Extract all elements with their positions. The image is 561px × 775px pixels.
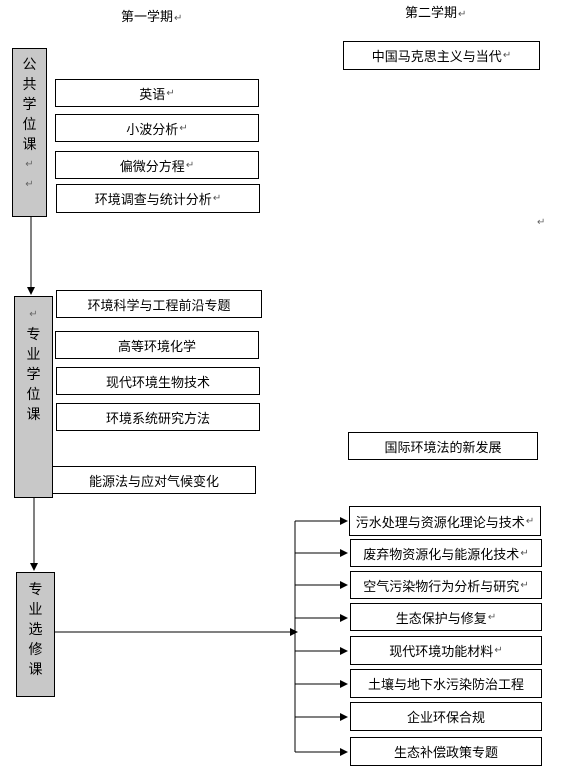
category-char: 共 xyxy=(22,77,37,93)
return-mark: ↵ xyxy=(458,9,467,20)
course-box: 中国马克思主义与当代↵ xyxy=(343,41,540,70)
course-box: 现代环境功能材料↵ xyxy=(350,636,542,665)
return-mark: ↵ xyxy=(174,13,183,24)
return-mark: ↵ xyxy=(520,579,529,591)
course-box: 能源法与应对气候变化 xyxy=(52,466,256,494)
course-label: 生态补偿政策专题 xyxy=(393,746,498,761)
category-char: 业 xyxy=(26,347,41,363)
category-elective: 专业选修课 xyxy=(16,572,55,697)
course-label: 污水处理与资源化理论与技术 xyxy=(355,515,525,531)
course-label: 现代环境生物技术 xyxy=(105,375,210,391)
category-char: 选 xyxy=(28,622,43,638)
category-char: 专 xyxy=(26,327,41,343)
category-char: 学 xyxy=(26,367,41,383)
course-box: 国际环境法的新发展 xyxy=(348,432,538,460)
course-box: 企业环保合规 xyxy=(350,702,542,731)
course-box: 环境系统研究方法 xyxy=(56,403,260,431)
category-char: 专 xyxy=(28,582,43,598)
course-box: 生态保护与修复↵ xyxy=(350,603,542,631)
course-label: 小波分析 xyxy=(126,122,179,138)
category-public-label: 公共学位课 xyxy=(23,55,37,155)
course-label: 空气污染物行为分析与研究 xyxy=(363,579,520,595)
course-box: 环境科学与工程前沿专题 xyxy=(56,290,262,318)
course-label: 环境科学与工程前沿专题 xyxy=(87,298,231,314)
semester-second-label: 第二学期 xyxy=(405,6,458,21)
category-char: 公 xyxy=(22,57,37,73)
course-box: 小波分析↵ xyxy=(55,114,259,142)
course-box: 土壤与地下水污染防治工程 xyxy=(350,669,542,698)
category-char: 位 xyxy=(22,117,37,133)
category-char: 修 xyxy=(28,642,43,658)
category-char: 课 xyxy=(22,137,37,153)
return-mark: ↵ xyxy=(494,645,503,656)
return-mark: ↵ xyxy=(525,515,535,527)
course-label: 能源法与应对气候变化 xyxy=(88,474,219,490)
course-label: 中国马克思主义与当代 xyxy=(371,50,502,65)
category-char: 课 xyxy=(28,662,43,678)
semester-header-second: 第二学期↵ xyxy=(405,2,466,21)
category-professional: ↵ 专业学位课 xyxy=(14,296,53,498)
course-label: 废弃物资源化与能源化技术 xyxy=(363,547,520,563)
return-mark: ↵ xyxy=(520,547,529,559)
course-label: 英语 xyxy=(139,87,166,103)
course-label: 偏微分方程 xyxy=(119,159,185,175)
return-mark: ↵ xyxy=(185,159,195,171)
course-box: 废弃物资源化与能源化技术↵ xyxy=(350,539,542,567)
course-box: 英语↵ xyxy=(55,79,259,107)
course-box: 高等环境化学 xyxy=(55,331,259,359)
course-label: 生态保护与修复 xyxy=(395,611,487,627)
return-mark: ↵ xyxy=(25,179,34,190)
return-mark: ↵ xyxy=(487,611,497,623)
semester-first-label: 第一学期 xyxy=(121,10,174,25)
category-professional-label: 专业学位课 xyxy=(27,325,41,425)
return-mark: ↵ xyxy=(537,217,546,228)
return-mark: ↵ xyxy=(502,50,512,61)
course-box: 生态补偿政策专题 xyxy=(350,737,542,766)
semester-header-first: 第一学期↵ xyxy=(121,6,182,25)
course-box: 现代环境生物技术 xyxy=(56,367,260,395)
course-box: 环境调查与统计分析↵ xyxy=(56,184,260,213)
course-box: 空气污染物行为分析与研究↵ xyxy=(350,571,542,599)
category-char: 业 xyxy=(28,602,43,618)
category-public: 公共学位课 ↵ ↵ xyxy=(12,48,47,217)
course-label: 国际环境法的新发展 xyxy=(384,440,502,456)
course-label: 环境系统研究方法 xyxy=(105,411,210,427)
course-label: 现代环境功能材料 xyxy=(389,645,494,660)
course-label: 企业环保合规 xyxy=(406,711,485,726)
return-mark: ↵ xyxy=(29,309,38,320)
category-char: 课 xyxy=(26,407,41,423)
course-label: 土壤与地下水污染防治工程 xyxy=(367,678,524,693)
return-mark: ↵ xyxy=(25,159,34,170)
course-label: 环境调查与统计分析 xyxy=(94,193,212,208)
category-elective-label: 专业选修课 xyxy=(29,580,43,680)
category-char: 学 xyxy=(22,97,37,113)
course-box: 偏微分方程↵ xyxy=(55,151,259,179)
category-char: 位 xyxy=(26,387,41,403)
course-label: 高等环境化学 xyxy=(117,339,196,355)
course-box: 污水处理与资源化理论与技术↵ xyxy=(349,506,541,536)
return-mark: ↵ xyxy=(212,193,222,204)
return-mark: ↵ xyxy=(179,122,188,134)
return-mark: ↵ xyxy=(166,87,175,99)
